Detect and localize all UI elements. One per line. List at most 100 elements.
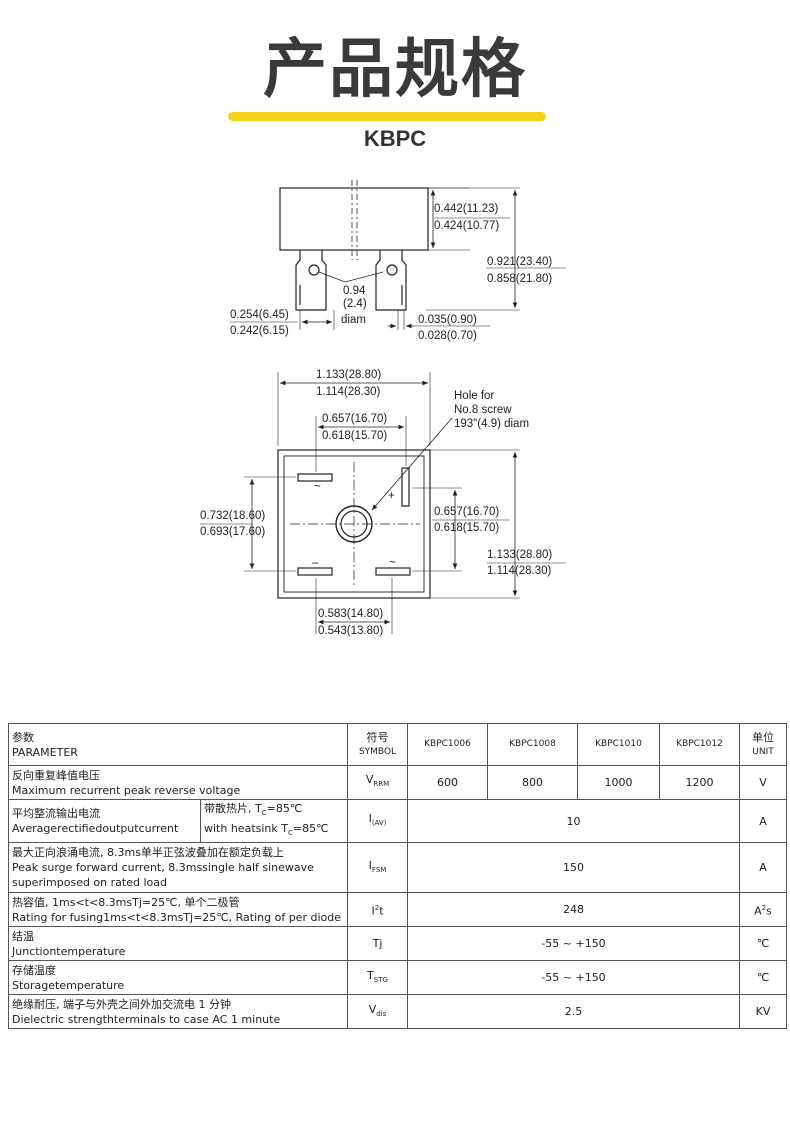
vdis-label-en: Dielectric strengthterminals to case AC … <box>12 1012 281 1026</box>
iav-value: 10 <box>407 798 740 844</box>
hole-note-1: Hole for <box>454 390 494 402</box>
vrrm-value-2: 800 <box>487 765 578 800</box>
table-row: 绝缘耐压, 端子与外壳之间外加交流电 1 分钟 Dielectric stren… <box>8 994 787 1030</box>
dim-term-thick-bottom: 0.028(0.70) <box>418 330 477 342</box>
table-row: 反向重复峰值电压 Maximum recurrent peak reverse … <box>8 765 787 800</box>
tstg-unit: ℃ <box>739 960 787 996</box>
terminal-ac-top <box>297 473 333 482</box>
left-terminal <box>295 250 327 311</box>
iav-symbol: I(AV) <box>347 798 408 844</box>
symbol-ac-top: ~ <box>314 481 321 493</box>
ifsm-value: 150 <box>407 842 740 894</box>
terminal-ac-bottom <box>375 567 411 576</box>
ifsm-unit: A <box>739 842 787 894</box>
dim-left-height-top: 0.732(18.60) <box>200 510 265 522</box>
iav-unit: A <box>739 798 787 844</box>
dim-height-top: 0.442(11.23) <box>434 203 499 215</box>
page-title: 产品规格 <box>263 33 527 107</box>
dimension-drawing: 0.442(11.23) 0.424(10.77) 0.921(23.40) 0… <box>200 180 566 637</box>
iav-label-cn: 平均整流输出电流 <box>12 807 100 821</box>
vdis-unit: KV <box>739 994 787 1030</box>
dim-width-top: 1.133(28.80) <box>316 369 381 381</box>
terminal-plus <box>401 467 410 507</box>
symbol-header-cn: 符号 <box>366 730 389 744</box>
tstg-label-en: Storagetemperature <box>12 978 125 992</box>
ifsm-label-cn: 最大正向浪涌电流, 8.3ms单半正弦波叠加在额定负载上 <box>12 846 284 860</box>
i2t-unit: A2s <box>739 892 787 928</box>
vdis-value: 2.5 <box>407 994 740 1030</box>
terminal-minus <box>297 567 333 576</box>
dim-total-bottom: 0.858(21.80) <box>487 273 552 285</box>
vrrm-label-en: Maximum recurrent peak reverse voltage <box>12 783 241 797</box>
dim-right-height-top: 0.657(16.70) <box>434 506 499 518</box>
hole-note-3: 193"(4.9) diam <box>454 418 529 430</box>
dim-bottom-width-top: 0.583(14.80) <box>318 608 383 620</box>
iav-label-en: Averagerectifiedoutputcurrent <box>12 822 179 836</box>
param-header-en: PARAMETER <box>12 745 78 759</box>
dim-right-height-bottom: 0.618(15.70) <box>434 522 499 534</box>
dim-term-spacing-top: 0.254(6.45) <box>230 309 289 321</box>
vdis-symbol: Vdis <box>347 994 408 1030</box>
top-view <box>200 372 566 634</box>
mounting-hole <box>335 505 373 543</box>
tj-symbol: Tj <box>347 926 408 962</box>
ifsm-label-en-2: superimposed on rated load <box>12 876 167 890</box>
table-row: 最大正向浪涌电流, 8.3ms单半正弦波叠加在额定负载上 Peak surge … <box>8 842 787 894</box>
model-header-4: KBPC1012 <box>659 723 740 766</box>
i2t-label-en: Rating for fusing1ms<t<8.3msTj=25℃, Rati… <box>12 910 341 924</box>
vrrm-value-4: 1200 <box>659 765 740 800</box>
symbol-minus: – <box>312 557 319 569</box>
ifsm-symbol: IFSM <box>347 842 408 894</box>
tj-value: -55 ~ +150 <box>407 926 740 962</box>
vrrm-value-1: 600 <box>407 765 488 800</box>
dim-total-height-top: 1.133(28.80) <box>487 549 552 561</box>
table-row: 存储温度 Storagetemperature TSTG -55 ~ +150 … <box>8 960 787 996</box>
unit-header-en: UNIT <box>752 746 774 757</box>
symbol-ac-bottom: ~ <box>389 557 396 569</box>
tj-unit: ℃ <box>739 926 787 962</box>
table-row: 热容值, 1ms<t<8.3msTj=25℃, 单个二极管 Rating for… <box>8 892 787 928</box>
i2t-value: 248 <box>407 892 740 928</box>
dim-width-bottom: 1.114(28.30) <box>316 386 381 398</box>
ifsm-label-en-1: Peak surge forward current, 8.3mssingle … <box>12 861 314 875</box>
i2t-label-cn: 热容值, 1ms<t<8.3msTj=25℃, 单个二极管 <box>12 895 240 909</box>
tstg-value: -55 ~ +150 <box>407 960 740 996</box>
tstg-label-cn: 存储温度 <box>12 963 56 977</box>
dim-hole-3: diam <box>341 314 366 326</box>
table-row: 结温 Junctiontemperature Tj -55 ~ +150 ℃ <box>8 926 787 962</box>
dim-hole-1: 0.94 <box>343 285 366 297</box>
param-header-cn: 参数 <box>12 730 34 744</box>
unit-header-cn: 单位 <box>752 730 774 744</box>
vrrm-symbol: VRRM <box>347 765 408 800</box>
top-view-inner-body <box>283 455 425 593</box>
symbol-plus: + <box>388 490 395 502</box>
dim-term-spacing-bottom: 0.242(6.15) <box>230 325 289 337</box>
dim-height-bottom: 0.424(10.77) <box>434 220 499 232</box>
model-header-1: KBPC1006 <box>407 723 488 766</box>
title-underline-bar <box>228 112 546 121</box>
dim-hole-2: (2.4) <box>343 298 367 310</box>
model-header-2: KBPC1008 <box>487 723 578 766</box>
dim-term-thick-top: 0.035(0.90) <box>418 314 477 326</box>
model-title: KBPC <box>363 126 427 151</box>
symbol-header-en: SYMBOL <box>358 746 397 757</box>
dim-inner-width-top: 0.657(16.70) <box>322 413 387 425</box>
table-header-row: 参数 PARAMETER 符号 SYMBOL KBPC1006 KBPC1008… <box>8 723 787 766</box>
vrrm-label-cn: 反向重复峰值电压 <box>12 768 100 782</box>
vrrm-value-3: 1000 <box>577 765 660 800</box>
i2t-symbol: I2t <box>347 892 408 928</box>
vrrm-unit: V <box>739 765 787 800</box>
vdis-label-cn: 绝缘耐压, 端子与外壳之间外加交流电 1 分钟 <box>12 997 231 1011</box>
right-terminal <box>375 250 407 311</box>
dim-total-top: 0.921(23.40) <box>487 256 552 268</box>
side-view <box>230 180 566 330</box>
spec-table: 参数 PARAMETER 符号 SYMBOL KBPC1006 KBPC1008… <box>8 723 787 1030</box>
dim-bottom-width-bottom: 0.543(13.80) <box>318 625 383 637</box>
table-row: 平均整流输出电流 Averagerectifiedoutputcurrent 带… <box>8 798 787 844</box>
tj-label-en: Junctiontemperature <box>12 944 126 958</box>
side-view-body <box>279 187 429 251</box>
tstg-symbol: TSTG <box>347 960 408 996</box>
dim-total-height-bottom: 1.114(28.30) <box>487 565 552 577</box>
hole-note-2: No.8 screw <box>454 404 512 416</box>
iav-condition: 带散热片, TC=85℃ with heatsink TC=85℃ <box>200 798 348 844</box>
